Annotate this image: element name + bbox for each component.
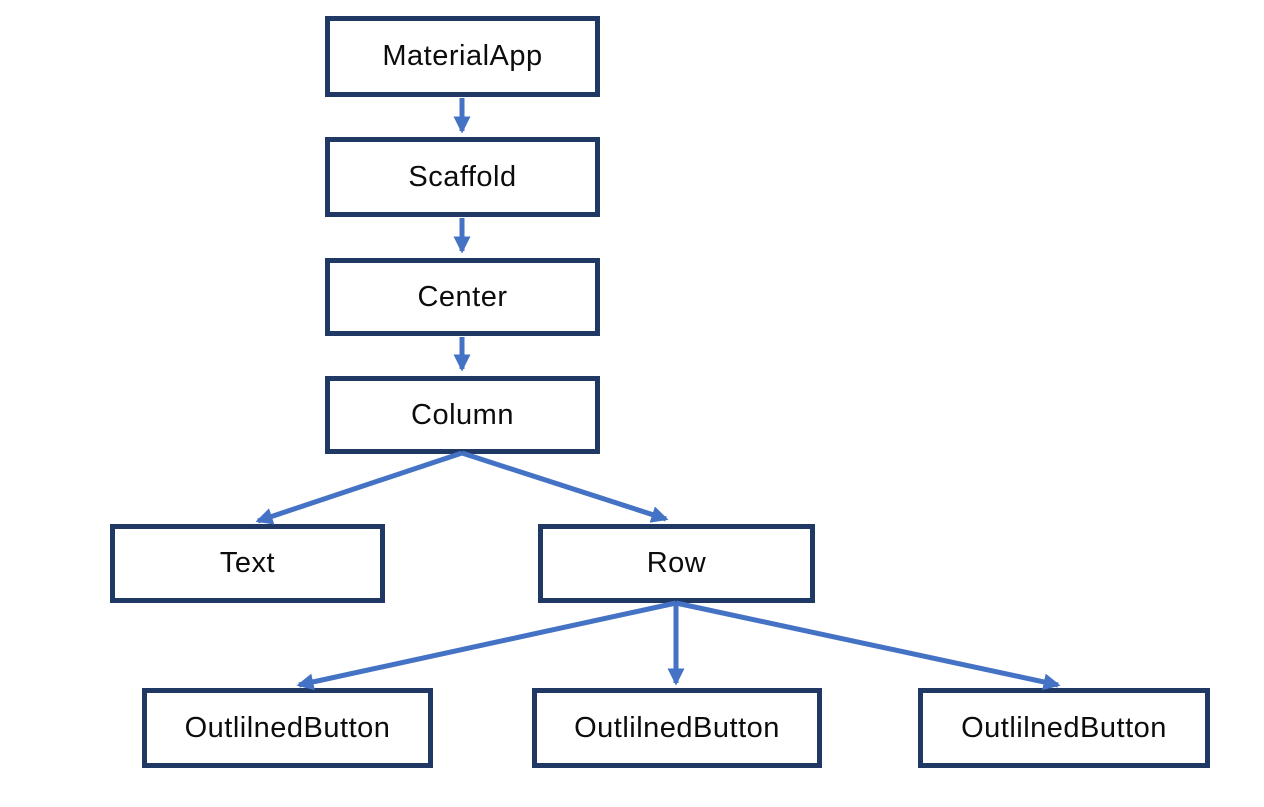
node-row-label: Row [646, 547, 707, 579]
node-outlinedbutton-1-label: OutlilnedButton [184, 711, 391, 744]
edge-row-button3 [675, 600, 1061, 691]
node-outlinedbutton-3-label: OutlilnedButton [961, 711, 1167, 744]
edge-row-button1 [296, 600, 677, 691]
node-outlinedbutton-2: OutlilnedButton [532, 688, 822, 768]
node-outlinedbutton-3: OutlilnedButton [918, 688, 1210, 768]
node-column: Column [325, 376, 600, 454]
node-materialapp-label: MaterialApp [382, 40, 543, 72]
node-text-label: Text [219, 547, 276, 579]
node-column-label: Column [411, 398, 514, 431]
node-scaffold: Scaffold [325, 137, 600, 217]
node-scaffold-label: Scaffold [408, 160, 517, 193]
node-row: Row [538, 524, 815, 603]
node-outlinedbutton-2-label: OutlilnedButton [574, 711, 780, 744]
node-text: Text [110, 524, 385, 603]
node-outlinedbutton-1: OutlilnedButton [142, 688, 433, 768]
edge-column-row [461, 450, 669, 523]
node-center: Center [325, 258, 600, 336]
edge-column-text [255, 450, 463, 525]
node-materialapp: MaterialApp [325, 16, 600, 97]
node-center-label: Center [417, 280, 508, 313]
